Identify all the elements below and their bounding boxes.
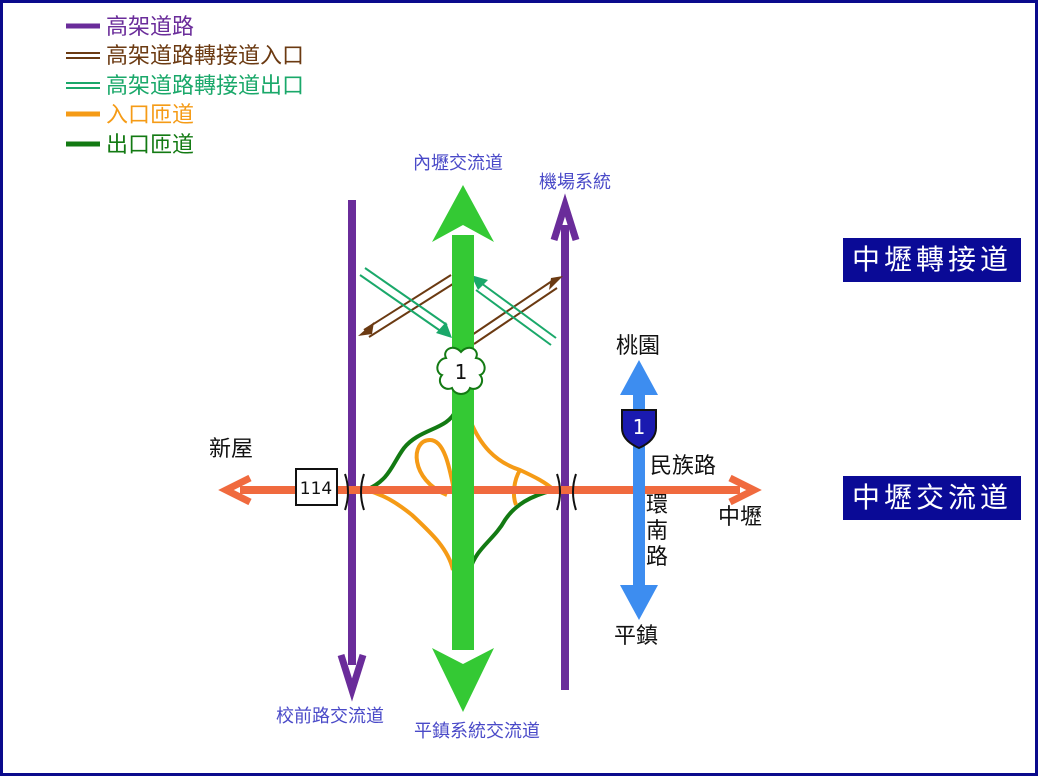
label-south-provincial: 平鎮 (614, 624, 658, 649)
label-west: 新屋 (209, 437, 253, 462)
local-road-east-arrowhead (728, 474, 762, 506)
legend-label-connector-entry: 高架道路轉接道入口 (106, 44, 304, 69)
entry-ramp-southwest (365, 488, 455, 571)
bridge-mark-west-b (360, 473, 365, 511)
exit-ramps (365, 409, 555, 571)
provincial-shield-number: 1 (633, 415, 646, 439)
label-north-airport: 機場系統 (539, 172, 611, 193)
provincial-road-south-arrowhead (620, 585, 658, 620)
provincial-road-north-arrowhead (620, 360, 658, 395)
label-north-freeway: 內壢交流道 (413, 153, 503, 174)
freeway-shield-number: 1 (455, 360, 468, 384)
legend-label-connector-exit: 高架道路轉接道出口 (106, 74, 304, 99)
label-road-huannan: 環 南 路 (646, 493, 668, 570)
freeway-south-arrowhead (432, 648, 494, 712)
elevated-roads (337, 193, 580, 702)
county-shield: 114 (295, 468, 338, 506)
legend-label-entry-ramp: 入口匝道 (106, 103, 194, 128)
freeway (432, 185, 494, 712)
county-shield-number: 114 (300, 479, 332, 499)
label-road-huannan-3: 路 (646, 545, 668, 570)
legend-label-elevated: 高架道路 (106, 15, 194, 40)
local-road-west-arrowhead (218, 474, 252, 506)
entry-ramp-northeast (468, 419, 556, 492)
legend: 高架道路 高架道路轉接道入口 高架道路轉接道出口 入口匝道 出口匝道 (66, 15, 304, 158)
label-road-huannan-1: 環 (646, 493, 668, 518)
legend-label-exit-ramp: 出口匝道 (106, 133, 194, 158)
label-road-minzu: 民族路 (650, 454, 716, 479)
elevated-road-east-arrowhead (550, 193, 580, 242)
bridge-marks (344, 473, 577, 511)
exit-ramp-northwest (365, 409, 458, 492)
connector-entry-west (358, 274, 457, 338)
bridge-mark-east-a (556, 473, 561, 511)
provincial-shield: 1 (621, 409, 657, 450)
elevated-road-west-arrowhead (337, 653, 367, 702)
label-east: 中壢 (718, 505, 762, 530)
exit-ramp-southeast (468, 488, 555, 571)
bridge-mark-west-a (344, 473, 349, 511)
label-south-freeway: 平鎮系統交流道 (414, 721, 540, 742)
entry-ramp-loop (414, 437, 457, 497)
connector-entry-east (468, 276, 563, 345)
sign-junction: 中壢轉接道 (843, 238, 1021, 282)
label-road-huannan-2: 南 (646, 519, 668, 544)
freeway-shield: 1 (436, 346, 486, 395)
connector-exit-east (471, 275, 557, 346)
label-north-provincial: 桃園 (616, 334, 660, 359)
bridge-mark-east-b (572, 473, 577, 511)
connector-exit-west (359, 267, 452, 338)
label-south-elevated: 校前路交流道 (276, 706, 384, 727)
freeway-north-arrowhead (432, 185, 494, 242)
sign-interchange: 中壢交流道 (843, 476, 1021, 520)
